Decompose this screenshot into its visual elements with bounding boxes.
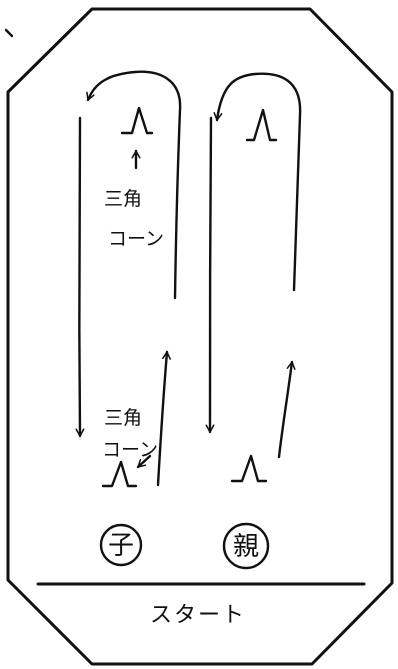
triangle-cone-icon	[101, 460, 138, 488]
cone-label-top-line2: コーン	[108, 228, 164, 250]
triangle-cone-icon	[245, 108, 278, 142]
triangle-cone-icon	[120, 106, 154, 135]
field-border	[6, 7, 394, 666]
start-label: スタート	[150, 603, 246, 628]
child-path-down	[75, 116, 85, 438]
cone-pointer-arrow-bottom	[136, 454, 152, 469]
triangle-cone-icon	[230, 454, 268, 483]
parent-path-up	[213, 72, 302, 292]
parent-circle	[222, 522, 270, 570]
cone-top-right	[245, 108, 278, 142]
cone-label-bottom-line2: コーン	[102, 439, 158, 461]
parent-label: 親	[233, 532, 259, 562]
stray-mark	[4, 28, 14, 38]
parent-path-up-lower	[277, 360, 296, 459]
child-circle	[99, 523, 143, 567]
cone-top-left	[120, 106, 154, 135]
cone-bottom-left	[101, 460, 138, 488]
parent-path-down	[205, 116, 215, 434]
child-path-up	[86, 70, 182, 300]
cone-label-bottom-line1: 三角	[104, 407, 142, 429]
child-path-up-lower	[156, 350, 171, 487]
cone-label-top-line1: 三角	[104, 188, 142, 210]
cone-bottom-right	[230, 454, 268, 483]
child-label: 子	[108, 531, 134, 561]
